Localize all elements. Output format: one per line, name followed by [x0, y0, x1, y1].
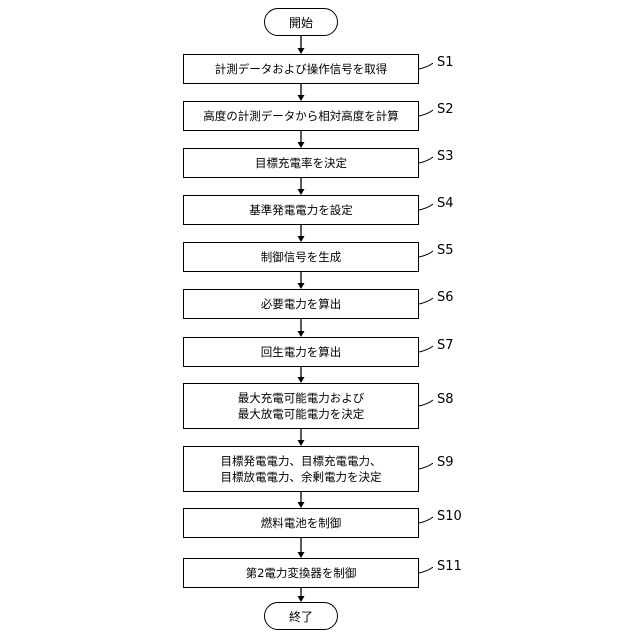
process-box-s11: 第2電力変換器を制御	[183, 558, 419, 588]
step-text: 高度の計測データから相対高度を計算	[203, 108, 399, 124]
process-box-s3: 目標充電率を決定	[183, 148, 419, 178]
step-label-s2: S2	[437, 103, 454, 117]
label-leader	[419, 204, 433, 210]
process-box-s1: 計測データおよび操作信号を取得	[183, 54, 419, 84]
label-leader	[419, 517, 433, 523]
step-text: 最大充電可能電力および	[238, 390, 365, 406]
step-label-s4: S4	[437, 197, 454, 211]
start-label: 開始	[289, 14, 313, 31]
step-label-s8: S8	[437, 393, 454, 407]
step-text: 目標充電率を決定	[255, 155, 347, 171]
step-text: 燃料電池を制御	[261, 515, 342, 531]
label-leader	[419, 298, 433, 304]
step-text: 最大放電可能電力を決定	[238, 406, 365, 422]
label-leader	[419, 567, 433, 573]
step-text: 目標放電電力、余剰電力を決定	[221, 469, 382, 485]
label-leader	[419, 110, 433, 116]
end-terminal: 終了	[264, 602, 338, 630]
label-leader	[419, 463, 433, 469]
step-label-s9: S9	[437, 456, 454, 470]
start-terminal: 開始	[264, 8, 338, 36]
label-leader	[419, 63, 433, 69]
process-box-s8: 最大充電可能電力および最大放電可能電力を決定	[183, 383, 419, 429]
label-leader	[419, 346, 433, 352]
process-box-s7: 回生電力を算出	[183, 337, 419, 367]
label-leader	[419, 251, 433, 257]
step-text: 目標発電電力、目標充電電力、	[221, 453, 382, 469]
step-label-s11: S11	[437, 560, 462, 574]
process-box-s9: 目標発電電力、目標充電電力、目標放電電力、余剰電力を決定	[183, 446, 419, 492]
step-text: 制御信号を生成	[261, 249, 342, 265]
process-box-s2: 高度の計測データから相対高度を計算	[183, 101, 419, 131]
process-box-s10: 燃料電池を制御	[183, 508, 419, 538]
end-label: 終了	[289, 608, 313, 625]
process-box-s5: 制御信号を生成	[183, 242, 419, 272]
step-label-s1: S1	[437, 56, 454, 70]
step-text: 回生電力を算出	[261, 344, 342, 360]
step-text: 第2電力変換器を制御	[246, 565, 357, 581]
step-label-s10: S10	[437, 510, 462, 524]
process-box-s4: 基準発電電力を設定	[183, 195, 419, 225]
label-leader	[419, 400, 433, 406]
process-box-s6: 必要電力を算出	[183, 289, 419, 319]
step-text: 基準発電電力を設定	[249, 202, 353, 218]
step-label-s3: S3	[437, 150, 454, 164]
step-text: 必要電力を算出	[261, 296, 342, 312]
label-leader	[419, 157, 433, 163]
step-text: 計測データおよび操作信号を取得	[215, 61, 388, 77]
step-label-s6: S6	[437, 291, 454, 305]
step-label-s5: S5	[437, 244, 454, 258]
step-label-s7: S7	[437, 339, 454, 353]
